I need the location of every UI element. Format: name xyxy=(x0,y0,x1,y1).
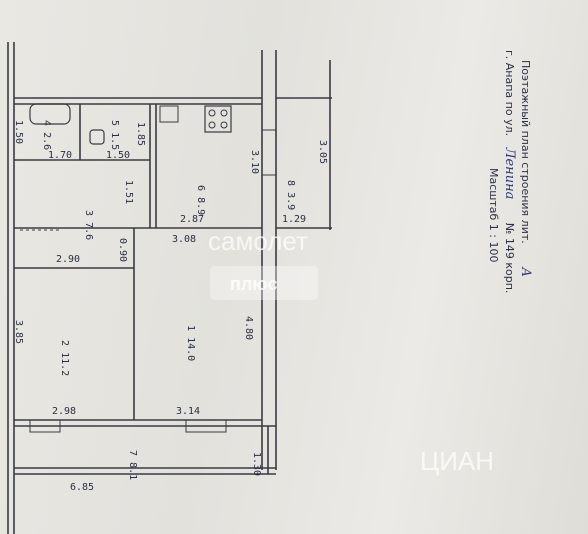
room-8-label: 8 3.9 xyxy=(285,180,296,210)
dim-6-85: 6.85 xyxy=(70,482,94,493)
dim-2-87: 2.87 xyxy=(180,214,204,225)
room-1-label: 1 14.0 xyxy=(185,325,196,361)
sink xyxy=(159,105,179,123)
dim-1-50b: 1.50 xyxy=(106,150,130,161)
dim-0-90: 0.90 xyxy=(117,238,128,262)
dim-3-10: 3.10 xyxy=(249,150,260,174)
dimension-labels: 1.50 1.70 1.50 1.85 2.87 3.10 3.05 1.29 … xyxy=(13,120,328,493)
dim-2-90: 2.90 xyxy=(56,254,80,265)
room-5-label: 5 1.5 xyxy=(109,120,120,150)
dim-3-85: 3.85 xyxy=(13,320,24,344)
dim-4-80: 4.80 xyxy=(243,316,254,340)
watermark-brand-sub: плюс xyxy=(230,274,277,294)
stove xyxy=(204,105,232,133)
title-line1: Поэтажный план строения лит. А xyxy=(518,60,533,277)
title-line2: г. Анапа по ул. Ленина № 149 корп. xyxy=(502,50,517,293)
scale-label: Масштаб 1 : 100 xyxy=(487,168,500,262)
watermarks: самолет плюс ЦИАН xyxy=(208,226,494,476)
dim-1-50: 1.50 xyxy=(13,120,24,144)
dim-1-30: 1.30 xyxy=(251,452,262,476)
window-2 xyxy=(185,419,227,433)
room-6-label: 6 8.9 xyxy=(195,185,206,215)
room-3-label: 3 7.6 xyxy=(83,210,94,240)
window-3 xyxy=(261,129,277,176)
dim-3-14: 3.14 xyxy=(176,406,200,417)
watermark-cian: ЦИАН xyxy=(420,446,494,476)
room-labels: 6 8.9 3 7.6 8 3.9 4 2.6 5 1.5 2 11.2 1 1… xyxy=(41,120,296,480)
window-1 xyxy=(29,419,61,433)
dim-1-51: 1.51 xyxy=(123,180,134,204)
bathtub xyxy=(29,103,71,125)
title-block: Поэтажный план строения лит. А г. Анапа … xyxy=(487,50,533,293)
dim-3-08: 3.08 xyxy=(172,234,196,245)
dim-3-05: 3.05 xyxy=(317,140,328,164)
toilet xyxy=(89,129,105,145)
room-7-label: 7 8.1 xyxy=(127,450,138,480)
dim-1-29: 1.29 xyxy=(282,214,306,225)
watermark-brand: самолет xyxy=(208,226,308,256)
dim-2-98: 2.98 xyxy=(52,406,76,417)
room-4-label: 4 2.6 xyxy=(41,120,52,150)
room-2-label: 2 11.2 xyxy=(59,340,70,376)
dim-1-70: 1.70 xyxy=(48,150,72,161)
dim-1-85: 1.85 xyxy=(135,122,146,146)
